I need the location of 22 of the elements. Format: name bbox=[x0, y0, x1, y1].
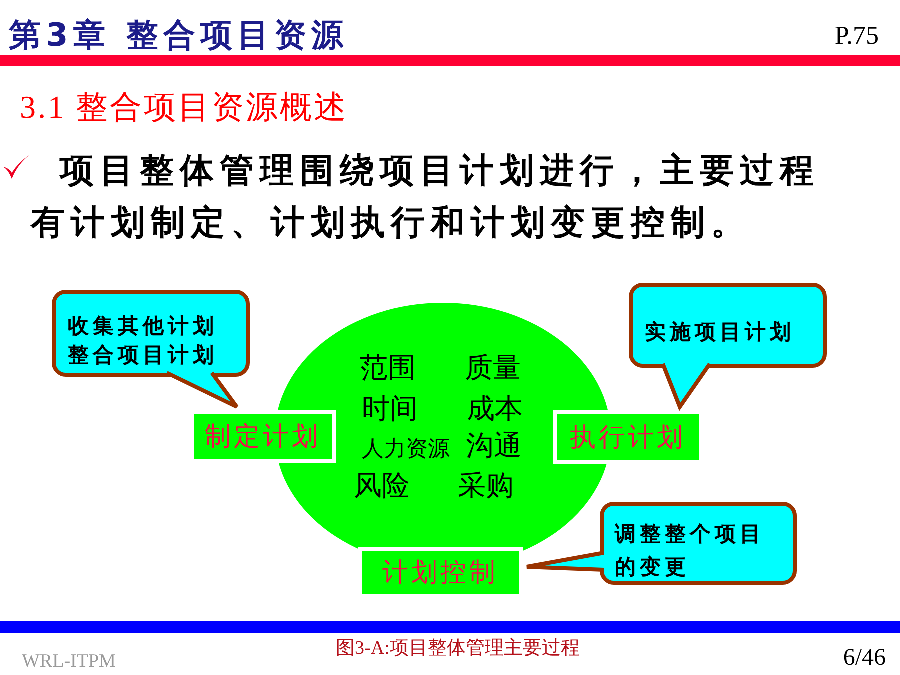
area-label: 沟通 bbox=[466, 430, 522, 464]
callout-text: 整合项目计划 bbox=[68, 342, 218, 369]
section-heading: 3.1 整合项目资源概述 bbox=[20, 88, 348, 127]
box-label: 计划控制 bbox=[382, 557, 498, 590]
callout-text: 调整整个项目的变更 bbox=[615, 521, 766, 581]
area-label: 质量 bbox=[465, 352, 521, 386]
callout-text: 实施项目计划 bbox=[645, 319, 795, 346]
box-label: 执行计划 bbox=[570, 422, 686, 454]
area-label: 人力资源 bbox=[362, 436, 450, 462]
area-label: 采购 bbox=[458, 470, 514, 504]
area-label: 范围 bbox=[360, 352, 416, 386]
bullet-text: 项目整体管理围绕项目计划进行，主要过程有计划制定、计划执行和计划变更控制。 bbox=[31, 150, 821, 245]
slide-title: 第3章 整合项目资源 bbox=[9, 15, 348, 56]
area-label: 时间 bbox=[362, 393, 418, 427]
callout-text: 收集其他计划 bbox=[68, 313, 218, 340]
area-label: 成本 bbox=[467, 393, 523, 427]
area-label: 风险 bbox=[354, 470, 410, 504]
footer-text: WRL-ITPM bbox=[22, 651, 116, 673]
slide-number: 6/46 bbox=[843, 645, 886, 672]
box-label: 制定计划 bbox=[205, 421, 321, 454]
page-number: P.75 bbox=[834, 21, 879, 51]
figure-caption: 图3-A:项目整体管理主要过程 bbox=[336, 637, 580, 661]
